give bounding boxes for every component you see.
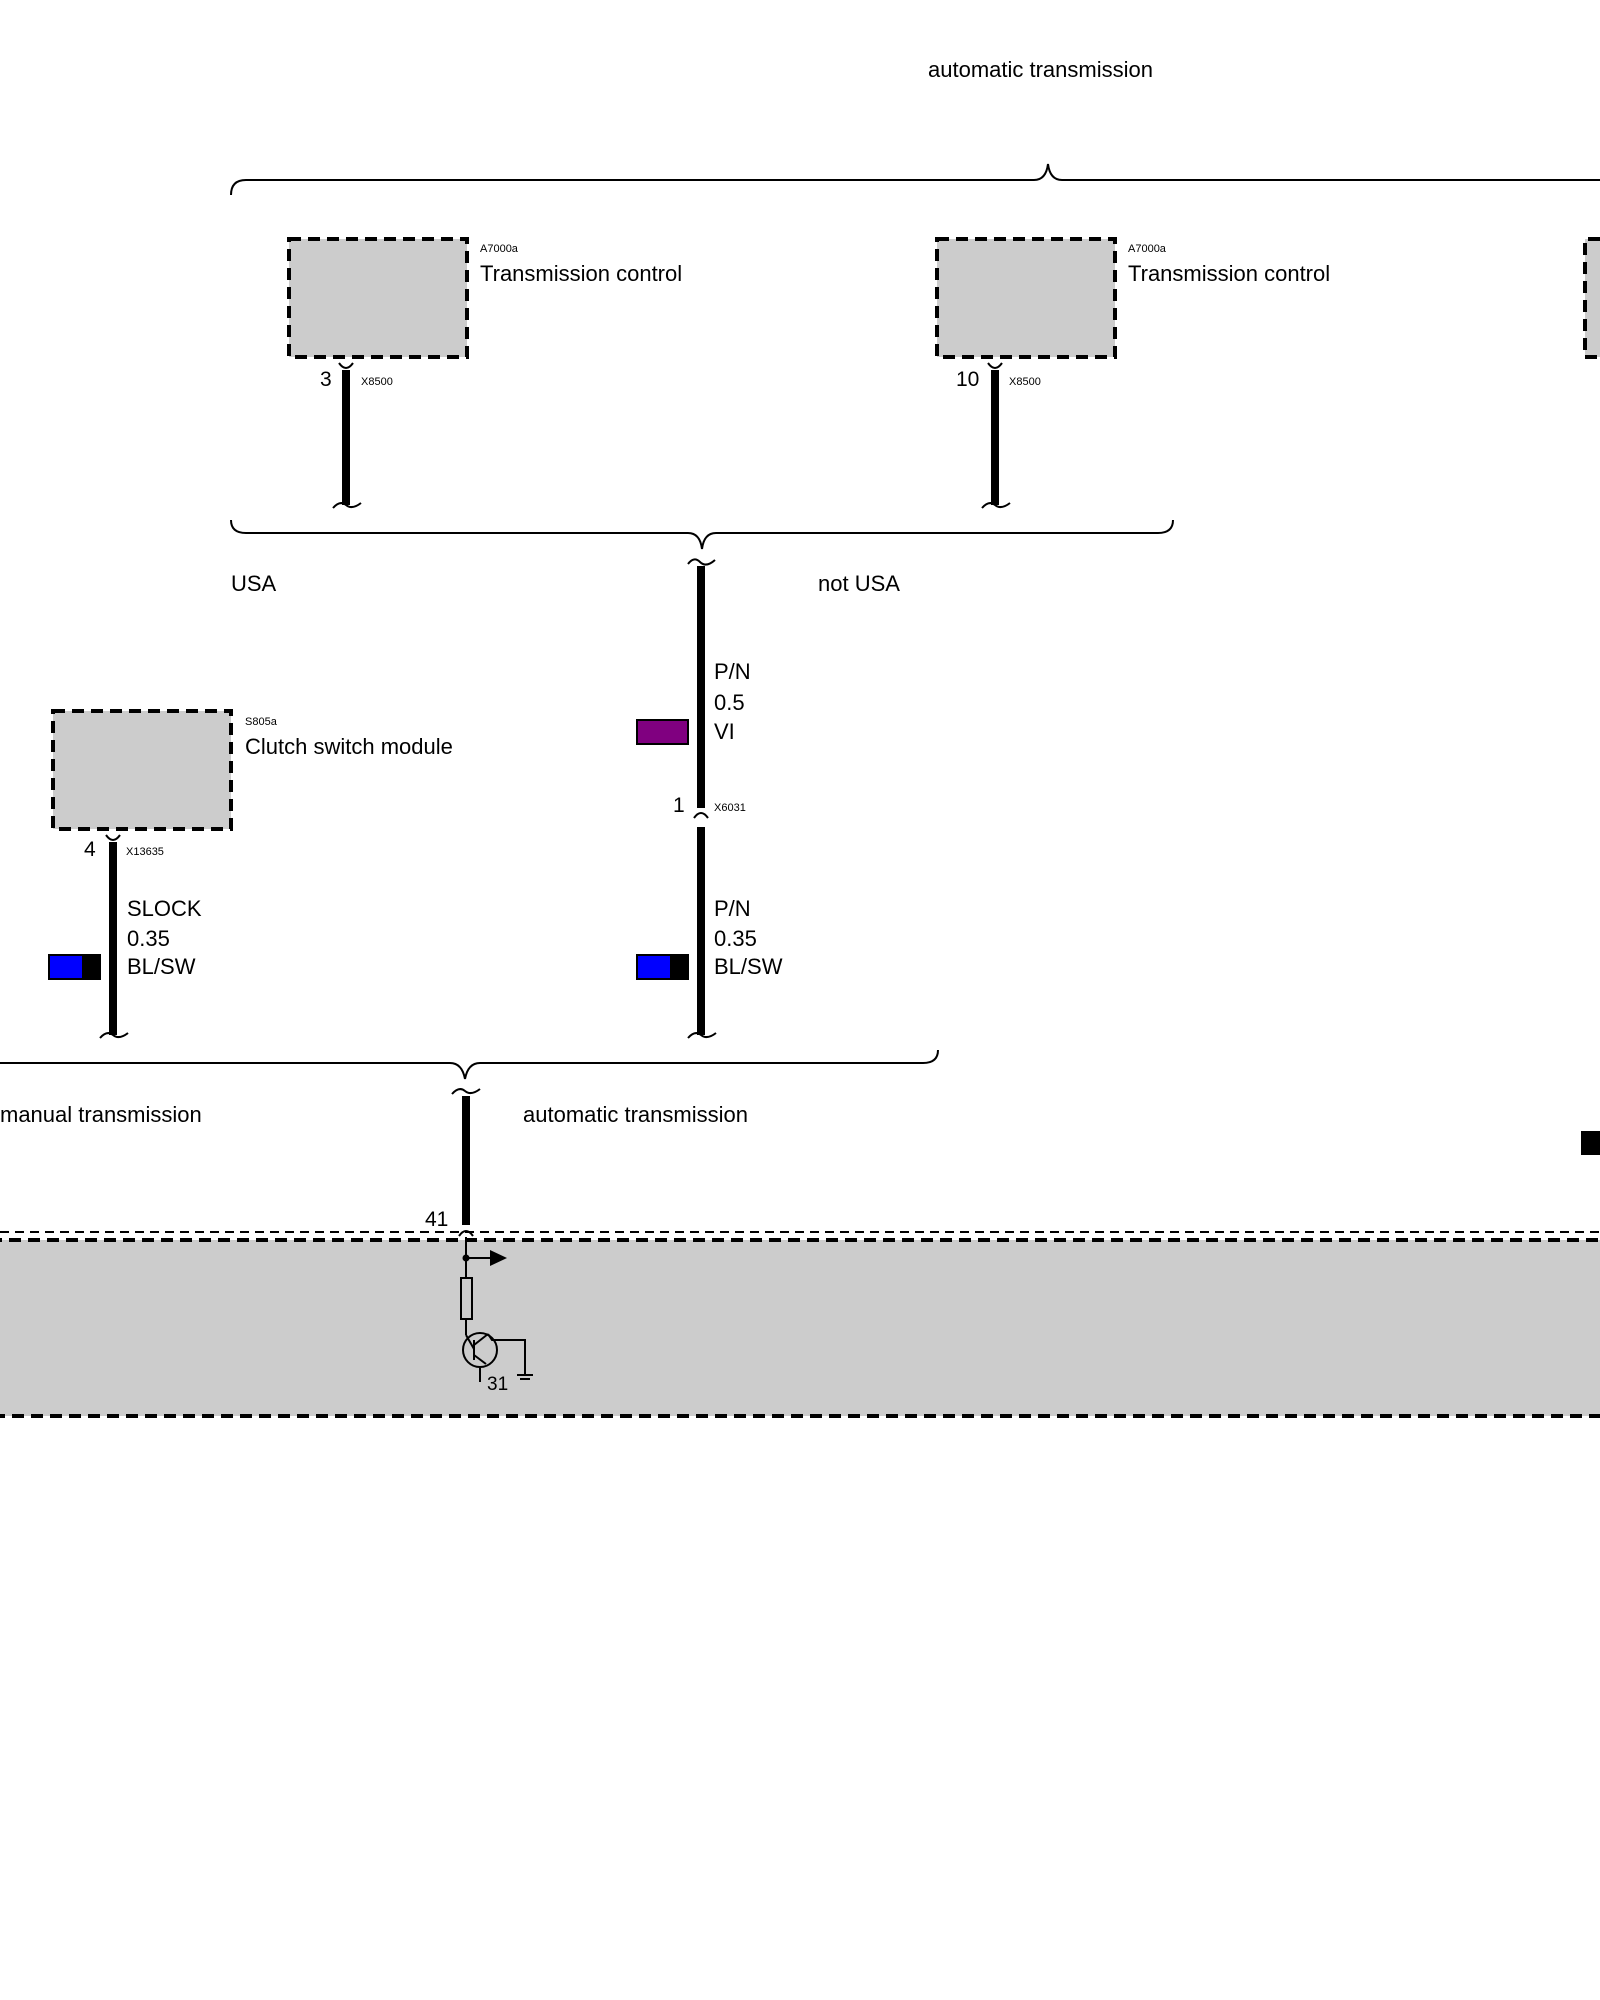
wire-slock-gauge: 0.35 <box>127 926 170 951</box>
transistor-base <box>465 1334 475 1350</box>
wire-pn-lower-color-swatch-primary <box>636 954 672 980</box>
brace-top <box>230 163 1600 196</box>
wire-pn-lower-signal: P/N <box>714 896 751 921</box>
wire-pn-upper-color-swatch <box>636 719 689 745</box>
wire-pn-upper-color-code: VI <box>714 719 735 744</box>
clutch-name: Clutch switch module <box>245 734 453 759</box>
wire-slock-signal: SLOCK <box>127 896 202 921</box>
tc-left-id: A7000a <box>480 243 519 255</box>
tc-right-connector-symbol <box>987 362 1003 369</box>
wire-pn-lower-color-code: BL/SW <box>714 954 783 979</box>
transmission-control-left-box <box>287 237 469 359</box>
tc-right-id: A7000a <box>1128 243 1167 255</box>
x6031-connector-symbol <box>693 812 709 819</box>
tc-right-pin: 10 <box>956 368 979 391</box>
tc-left-connector: X8500 <box>361 376 393 388</box>
transmission-control-right-box <box>935 237 1117 359</box>
wire-tc-right-break <box>981 502 1011 509</box>
group-label-automatic: automatic transmission <box>523 1102 748 1127</box>
tc-left-name: Transmission control <box>480 261 682 286</box>
group-label-manual: manual transmission <box>0 1102 202 1127</box>
wire-pn-upper-gauge: 0.5 <box>714 690 745 715</box>
brace-lower <box>0 1049 939 1080</box>
wire-tc-left-break <box>332 502 362 509</box>
group-label-not-usa: not USA <box>818 571 900 596</box>
wire-slock-color-code: BL/SW <box>127 954 196 979</box>
wire-pn-upper-break <box>687 558 716 566</box>
clutch-connector-symbol <box>105 834 121 841</box>
brace-middle <box>230 519 1174 550</box>
control-module-box <box>0 1238 1600 1418</box>
group-label-automatic-top: automatic transmission <box>928 57 1153 82</box>
ground-wire <box>487 1333 526 1375</box>
x6031-pin: 1 <box>673 794 685 817</box>
wire-pn-lower-color-swatch-secondary <box>670 954 689 980</box>
wire-pn-lower-gauge: 0.35 <box>714 926 757 951</box>
clutch-switch-module-box <box>51 709 233 831</box>
clutch-connector: X13635 <box>126 846 164 858</box>
x6031-connector: X6031 <box>714 802 746 814</box>
wire-pn-upper-signal: P/N <box>714 659 751 684</box>
module-pin: 41 <box>425 1208 448 1231</box>
transistor-collector <box>473 1333 489 1346</box>
wire-slock-break <box>99 1032 129 1039</box>
group-label-usa: USA <box>231 571 277 596</box>
transistor-emitter <box>473 1354 487 1365</box>
wire-slock-color-swatch-secondary <box>82 954 101 980</box>
wire-slock-color-swatch-primary <box>48 954 84 980</box>
tc-left-pin: 3 <box>320 368 332 391</box>
clutch-id: S805a <box>245 716 278 728</box>
wire-pn-lower-break <box>687 1032 717 1039</box>
clutch-pin: 4 <box>84 838 96 861</box>
module-connector-symbol <box>458 1230 474 1237</box>
tc-left-connector-symbol <box>338 362 354 369</box>
partial-component-box <box>1583 237 1600 359</box>
right-edge-marker <box>1581 1131 1600 1155</box>
transistor-icon <box>462 1332 498 1368</box>
ground-terminal: 31 <box>487 1374 508 1395</box>
tc-right-name: Transmission control <box>1128 261 1330 286</box>
signal-arrow-icon <box>490 1250 507 1266</box>
wire-module-break <box>451 1088 481 1095</box>
tc-right-connector: X8500 <box>1009 376 1041 388</box>
